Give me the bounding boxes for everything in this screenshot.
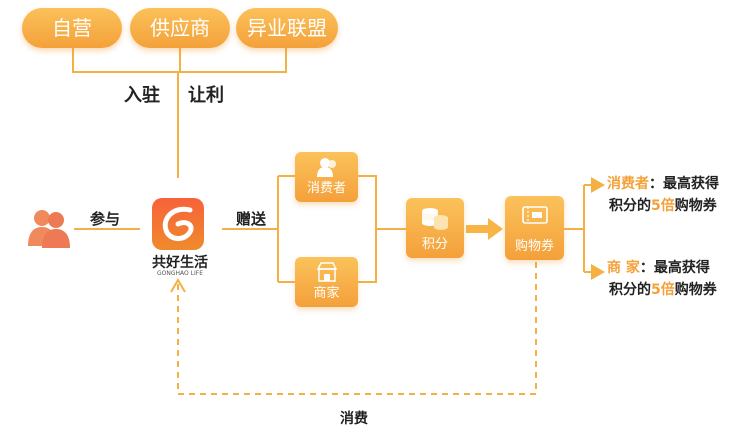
merchant-result: 商 家：最高获得 积分的5倍购物券 (607, 260, 717, 298)
join-label: 入驻 (124, 85, 160, 106)
merchant-node: 商家 (295, 257, 358, 307)
consumer-node: 消费者 (295, 152, 358, 202)
consume-label: 消费 (340, 411, 368, 427)
consume-dashed-loop (177, 262, 537, 395)
voucher-icon (521, 206, 548, 224)
coins-icon (422, 208, 448, 230)
consumer-result: 消费者：最高获得 积分的5倍购物券 (607, 176, 719, 214)
gift-label: 赠送 (236, 210, 267, 228)
participate-label: 参与 (90, 210, 121, 228)
points-node: 积分 (406, 198, 464, 258)
partner-alliance: 异业联盟 (236, 8, 338, 48)
partner-self-operated: 自营 (22, 8, 122, 48)
brand-name: 共好生活 (152, 255, 208, 271)
users-icon (28, 210, 70, 248)
benefit-label: 让利 (188, 85, 224, 106)
brand-subtitle: GONGHAO LIFE (156, 270, 203, 277)
brand-logo-icon (152, 198, 204, 250)
store-icon (316, 262, 337, 282)
consumer-icon (316, 158, 336, 177)
voucher-node: 购物券 (505, 196, 564, 260)
points-to-voucher-arrow (466, 218, 503, 240)
partner-supplier: 供应商 (130, 8, 230, 48)
